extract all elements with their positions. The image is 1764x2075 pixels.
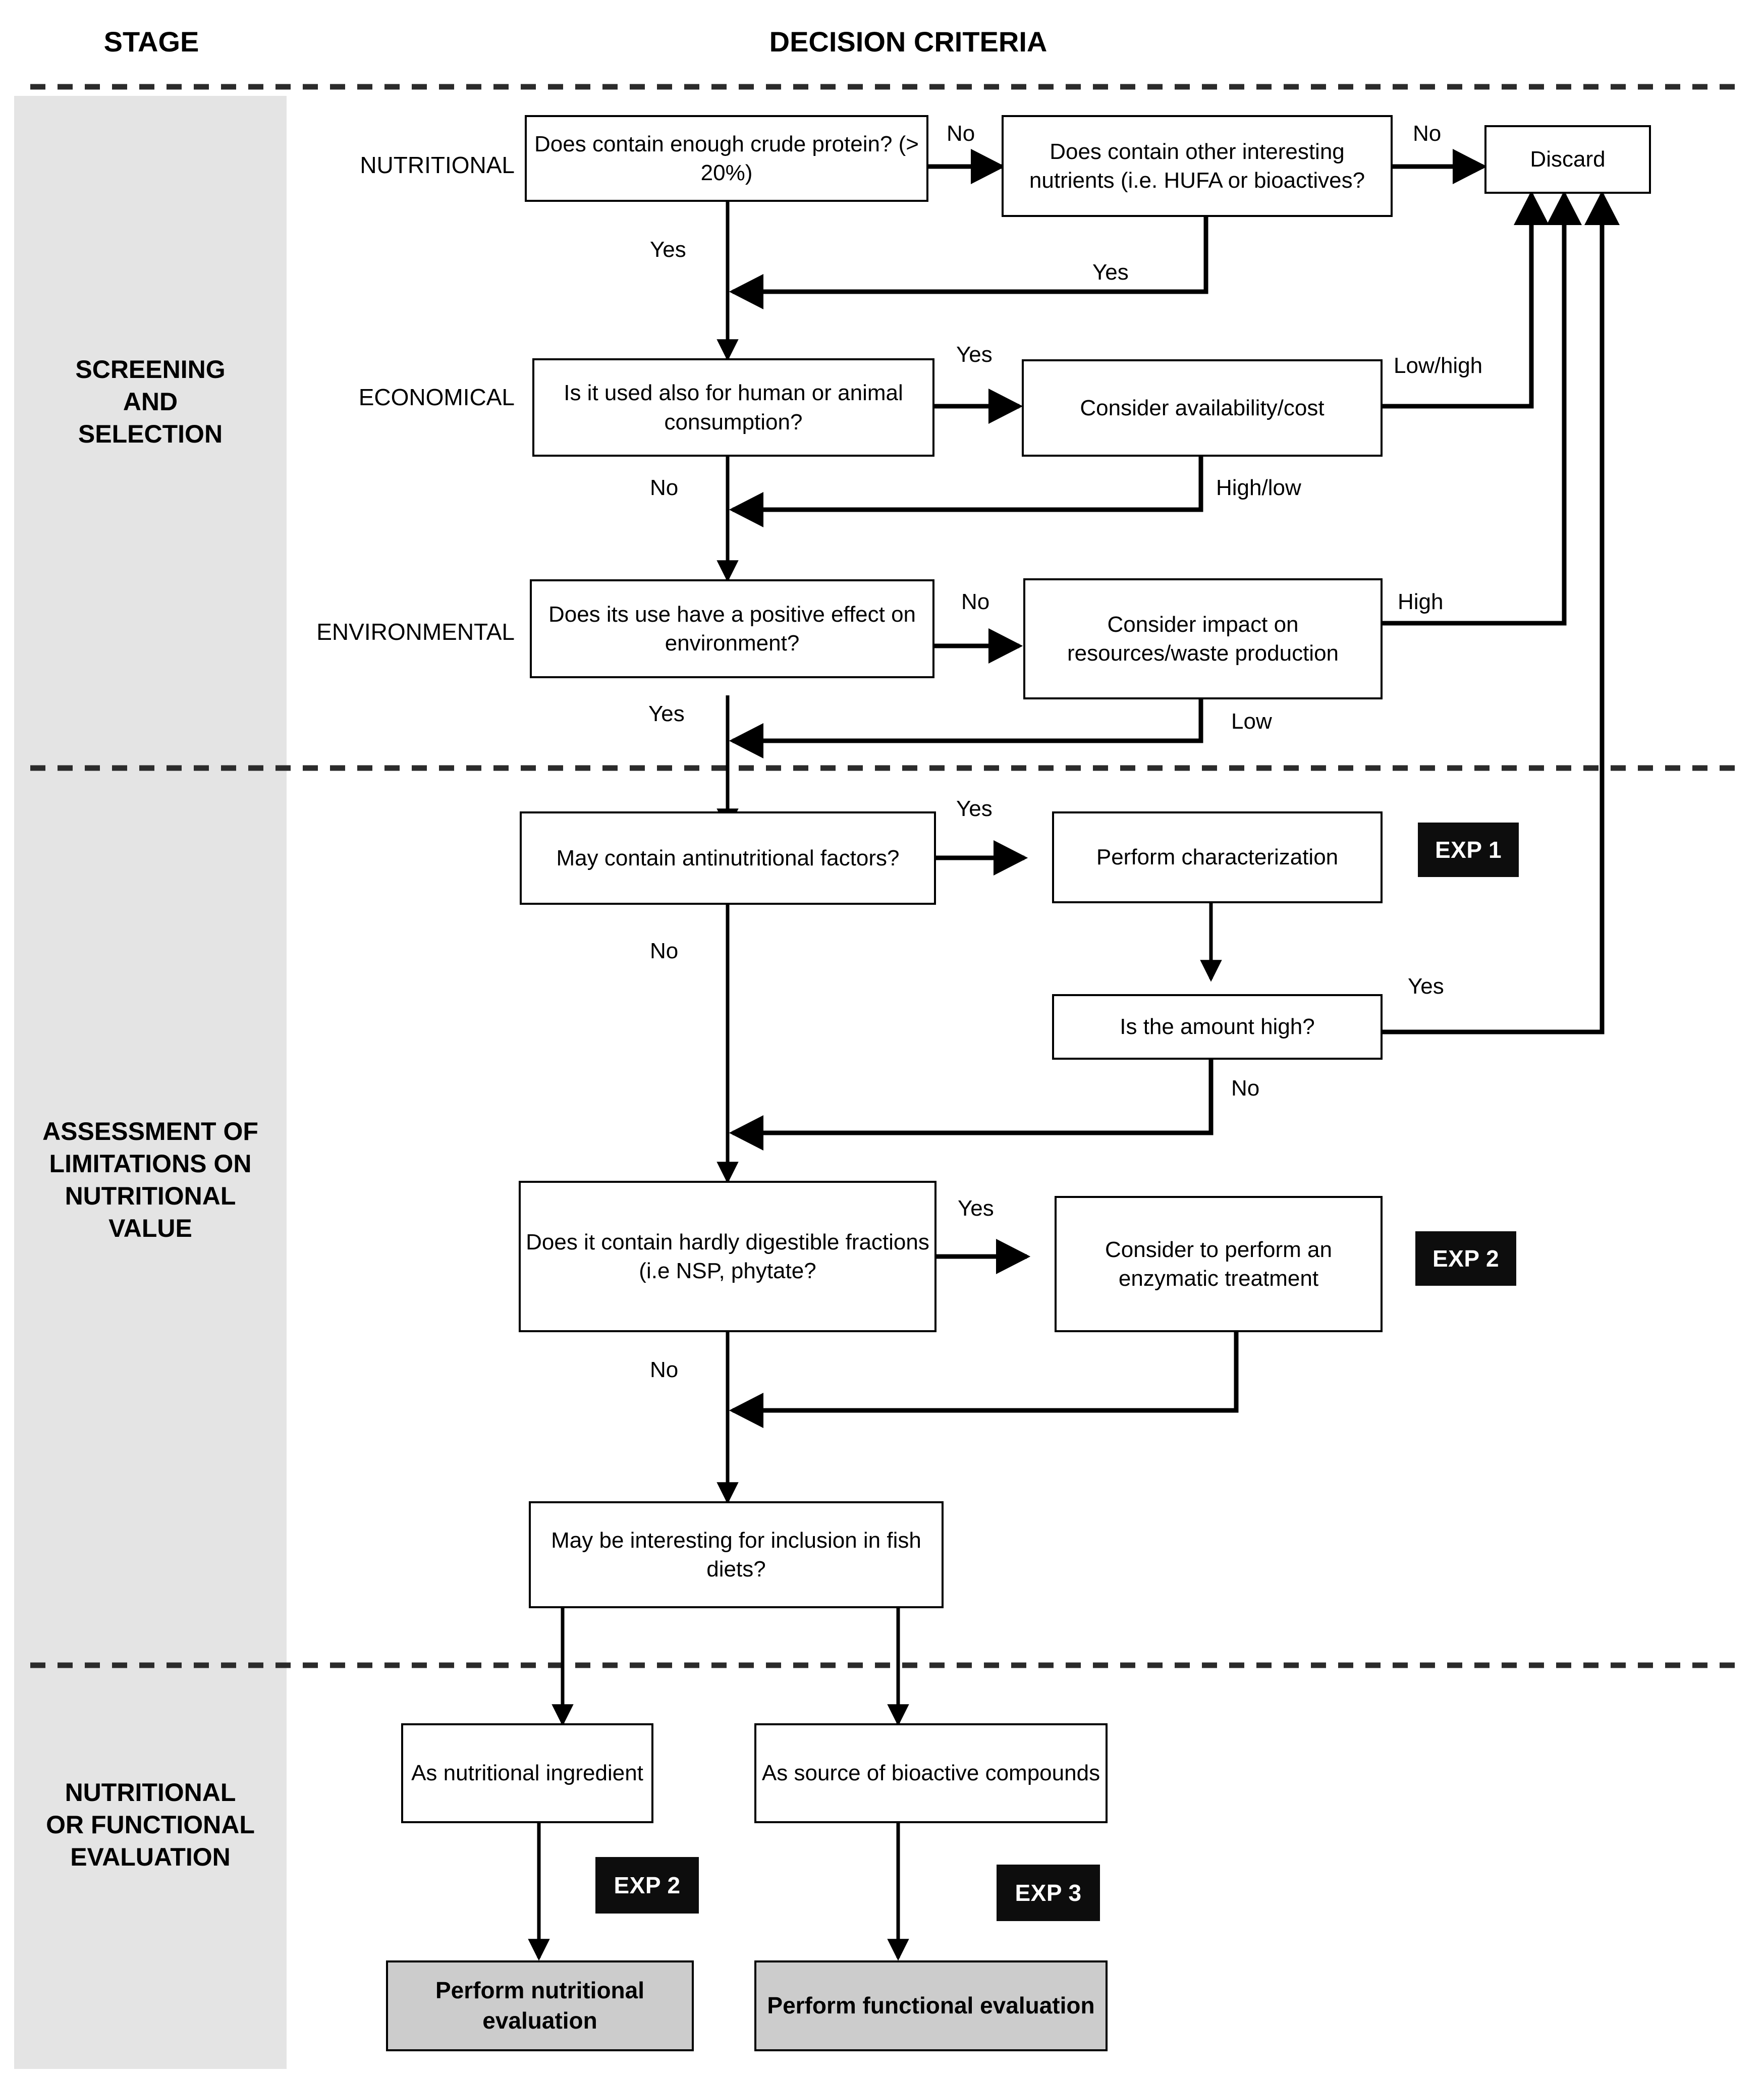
node-impact-resources[interactable]: Consider impact on resources/waste produ… xyxy=(1023,578,1383,699)
node-discard[interactable]: Discard xyxy=(1484,125,1651,194)
edge-label-cost-lowhigh: Low/high xyxy=(1394,353,1483,378)
node-perform-functional-evaluation[interactable]: Perform functional evaluation xyxy=(754,1960,1108,2051)
stage-label-assessment: ASSESSMENT OF LIMITATIONS ON NUTRITIONAL… xyxy=(20,1115,281,1244)
node-nutritional-ingredient[interactable]: As nutritional ingredient xyxy=(401,1723,653,1823)
node-antinutritional[interactable]: May contain antinutritional factors? xyxy=(520,811,936,905)
header-stage: STAGE xyxy=(103,26,199,58)
node-positive-effect[interactable]: Does its use have a positive effect on e… xyxy=(530,579,934,678)
stage-band-evaluation xyxy=(14,1645,287,2069)
edge-label-impact-high: High xyxy=(1398,589,1444,614)
node-availability-cost[interactable]: Consider availability/cost xyxy=(1022,359,1383,457)
stage-label-assessment-line4: VALUE xyxy=(108,1214,192,1242)
node-fish-diets[interactable]: May be interesting for inclusion in fish… xyxy=(529,1501,944,1608)
stage-label-evaluation-line3: EVALUATION xyxy=(70,1843,231,1871)
stage-label-screening-line2: AND xyxy=(123,388,178,416)
edge-label-nsp-no: No xyxy=(650,1357,679,1382)
stage-label-evaluation-line1: NUTRITIONAL xyxy=(65,1778,236,1807)
badge-exp2-nutritional: EXP 2 xyxy=(595,1857,699,1914)
node-perform-characterization[interactable]: Perform characterization xyxy=(1052,811,1383,903)
node-enzymatic-treatment[interactable]: Consider to perform an enzymatic treatme… xyxy=(1055,1196,1383,1332)
node-perform-nutritional-evaluation[interactable]: Perform nutritional evaluation xyxy=(386,1960,694,2051)
edge-label-amount-no: No xyxy=(1231,1076,1260,1101)
edge-label-anf-yes: Yes xyxy=(956,796,993,821)
edge-label-nutrients-yes: Yes xyxy=(1092,260,1129,285)
criteria-label-environmental: ENVIRONMENTAL xyxy=(316,619,515,645)
wire-nutrients-yes xyxy=(729,217,1208,310)
badge-exp2-enzymatic: EXP 2 xyxy=(1415,1231,1516,1286)
badge-exp1: EXP 1 xyxy=(1418,823,1519,877)
edge-label-human-no: No xyxy=(650,475,679,500)
edge-label-env-no: No xyxy=(961,589,990,614)
edge-label-impact-low: Low xyxy=(1231,709,1272,734)
stage-label-evaluation: NUTRITIONAL OR FUNCTIONAL EVALUATION xyxy=(20,1776,281,1873)
edge-label-anf-no: No xyxy=(650,939,679,963)
stage-label-assessment-line1: ASSESSMENT OF xyxy=(42,1117,258,1145)
wire-impact-low xyxy=(729,699,1203,759)
stage-label-screening-line1: SCREENING xyxy=(75,355,226,384)
node-bioactive-source[interactable]: As source of bioactive compounds xyxy=(754,1723,1108,1823)
stage-band-screening xyxy=(14,96,287,767)
wire-cost-highlow xyxy=(729,457,1203,528)
node-amount-high[interactable]: Is the amount high? xyxy=(1052,994,1383,1060)
edge-label-nsp-yes: Yes xyxy=(958,1196,994,1221)
badge-exp3: EXP 3 xyxy=(997,1865,1100,1921)
edge-label-amount-yes: Yes xyxy=(1408,974,1444,999)
node-crude-protein[interactable]: Does contain enough crude protein? (> 20… xyxy=(525,115,928,202)
node-other-nutrients[interactable]: Does contain other interesting nutrients… xyxy=(1002,115,1393,217)
stage-label-assessment-line2: LIMITATIONS ON xyxy=(49,1150,252,1178)
stage-label-evaluation-line2: OR FUNCTIONAL xyxy=(46,1811,255,1839)
node-hardly-digestible[interactable]: Does it contain hardly digestible fracti… xyxy=(519,1181,936,1332)
edge-label-protein-no: No xyxy=(947,121,975,146)
node-human-animal[interactable]: Is it used also for human or animal cons… xyxy=(532,358,934,457)
edge-label-human-yes: Yes xyxy=(956,342,993,367)
criteria-label-nutritional: NUTRITIONAL xyxy=(360,152,515,178)
stage-label-screening-line3: SELECTION xyxy=(78,420,223,448)
edge-label-protein-yes: Yes xyxy=(650,237,686,262)
wire-amount-no xyxy=(729,1060,1214,1151)
stage-label-screening: SCREENING AND SELECTION xyxy=(24,353,277,450)
header-decision-criteria: DECISION CRITERIA xyxy=(769,26,1048,58)
stage-band-assessment xyxy=(14,767,287,1645)
edge-label-nutrients-no: No xyxy=(1413,121,1442,146)
edge-label-env-yes: Yes xyxy=(648,701,685,726)
stage-label-assessment-line3: NUTRITIONAL xyxy=(65,1182,236,1210)
wire-enzymatic-back xyxy=(729,1332,1239,1429)
criteria-label-economical: ECONOMICAL xyxy=(358,384,515,410)
edge-label-cost-highlow: High/low xyxy=(1216,475,1301,500)
wire-impact-high xyxy=(1383,190,1582,626)
